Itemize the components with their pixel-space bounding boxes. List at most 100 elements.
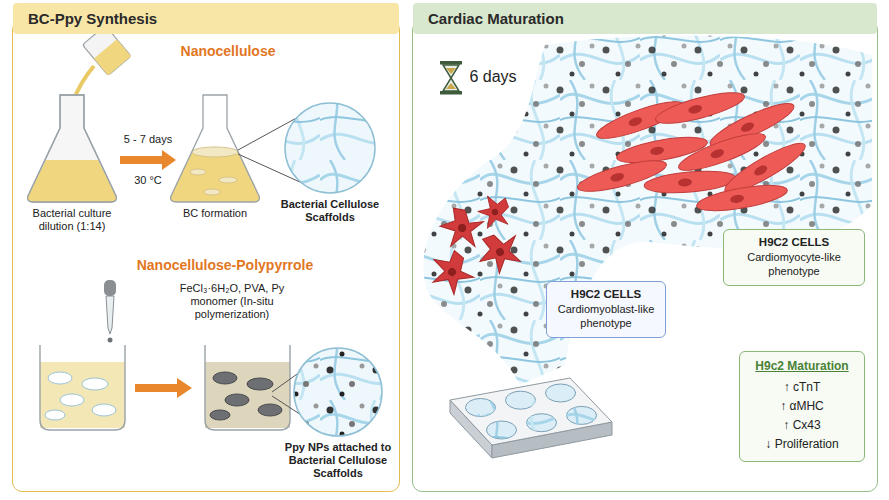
bc-flask (204, 189, 220, 195)
bc-flask (171, 95, 260, 202)
plate-well (527, 414, 557, 432)
pipette (104, 280, 116, 343)
cardiomyoblast-cells (422, 244, 479, 300)
cardiomyoblast-cells (437, 206, 485, 251)
duration-label: 5 - 7 days (116, 133, 180, 146)
plate-well (506, 391, 536, 409)
scaffold-zoom (294, 348, 382, 436)
beaker (247, 378, 273, 390)
step-label: Bacterial culture dilution (1:14) (20, 207, 124, 233)
box-text: Cardiomyoblast-like phenotype (554, 302, 658, 330)
result-box: H9c2 Maturation ↑ cTnT↑ αMHC↑ Cx43↓ Proli… (739, 351, 865, 462)
plate-well (567, 406, 597, 424)
bc-flask (190, 169, 206, 175)
process-arrow (135, 378, 192, 398)
section-subheading: Nanocellulose-Polypyrrole (120, 257, 330, 274)
cardiomyoblast-cells (422, 191, 525, 301)
bc-flask (219, 177, 237, 183)
pipette (108, 338, 113, 343)
hourglass-icon (446, 83, 456, 89)
well-plate (450, 378, 612, 458)
result-item: ↑ Cx43 (747, 416, 857, 435)
panel-heading: Cardiac Maturation (413, 3, 877, 34)
scaffold-zoom (285, 103, 375, 193)
pipette (104, 280, 116, 296)
temperature-label: 30 °C (123, 174, 173, 187)
scaffold-network (423, 35, 872, 385)
hourglass-icon (446, 68, 456, 74)
beaker (205, 362, 290, 428)
pipette (106, 296, 114, 334)
beaker (40, 362, 125, 428)
plate-well (466, 384, 597, 439)
beaker (225, 394, 249, 406)
process-arrow (120, 150, 176, 170)
plate-well (466, 399, 496, 417)
scaffold-zoom (285, 103, 375, 193)
beaker (60, 394, 84, 406)
result-item: ↓ Proliferation (747, 435, 857, 454)
hourglass-icon (440, 91, 462, 95)
cardiomyocyte-cells (695, 180, 789, 216)
zoom-label: Ppy NPs attached to Bacterial Cellulose … (282, 441, 394, 480)
cardiomyoblast-cells (474, 191, 514, 233)
culture-flask (28, 95, 117, 202)
beaker (45, 410, 65, 420)
plate-well (546, 384, 576, 402)
process-arrow (135, 378, 192, 398)
culture-flask (28, 95, 117, 202)
bc-flask (171, 95, 260, 202)
box-heading: H9C2 CELLS (731, 235, 857, 250)
duration-label: 6 days (464, 67, 522, 86)
beaker (210, 410, 230, 420)
scaffold-zoom (294, 348, 382, 436)
phenotype-box: H9C2 CELLSCardiomyocyte-like phenotype (723, 229, 865, 286)
section-subheading: Nanocellulose (163, 43, 293, 60)
scaffold-zoom (294, 348, 382, 436)
cardiomyocyte-cells (575, 86, 810, 215)
hourglass-icon (443, 65, 459, 91)
box-heading: H9C2 CELLS (554, 287, 658, 302)
plate-well (527, 414, 557, 432)
beaker (92, 404, 116, 416)
plate-well (506, 391, 536, 409)
phenotype-box: H9C2 CELLSCardiomyoblast-like phenotype (546, 281, 666, 338)
box-heading: H9c2 Maturation (747, 357, 857, 375)
result-item: ↑ cTnT (747, 378, 857, 397)
zoom-label: Bacterial Cellulose Scaffolds (274, 198, 386, 224)
well-plate (450, 378, 612, 445)
beaker (40, 345, 125, 430)
beaker (205, 345, 290, 430)
bc-flask (192, 147, 238, 157)
box-text: Cardiomyocyte-like phenotype (731, 250, 857, 278)
beaker (82, 378, 108, 390)
scaffold-zoom (285, 103, 375, 193)
hourglass-icon (440, 61, 462, 95)
hourglass-icon (440, 61, 462, 65)
culture-flask (28, 95, 117, 202)
section-panel: BC-Ppy Synthesis (12, 20, 400, 492)
result-item: ↑ αMHC (747, 397, 857, 416)
cardiomyocyte-cells (575, 154, 669, 197)
beaker (258, 404, 282, 416)
scaffold-zoom (294, 348, 382, 436)
scaffold-network (423, 35, 872, 385)
section-panel: Cardiac MaturationH9C2 CELLSCardiomyobla… (412, 20, 878, 492)
beaker (40, 345, 125, 430)
pouring-beaker (94, 39, 131, 75)
plate-well (487, 421, 517, 439)
plate-well (546, 384, 576, 402)
step-label: BC formation (175, 207, 255, 220)
beaker (213, 372, 237, 384)
pouring-beaker (72, 26, 131, 104)
reagent-label: FeCl₃·6H₂O, PVA, Py monomer (In-situ pol… (162, 282, 302, 321)
cardiomyoblast-cells (473, 228, 525, 278)
process-arrow (120, 150, 176, 170)
beaker (205, 345, 290, 430)
scaffold-network (423, 35, 872, 385)
plate-well (487, 421, 517, 439)
panel-heading: BC-Ppy Synthesis (13, 3, 399, 34)
scaffold-network (423, 35, 872, 385)
plate-well (466, 399, 496, 417)
